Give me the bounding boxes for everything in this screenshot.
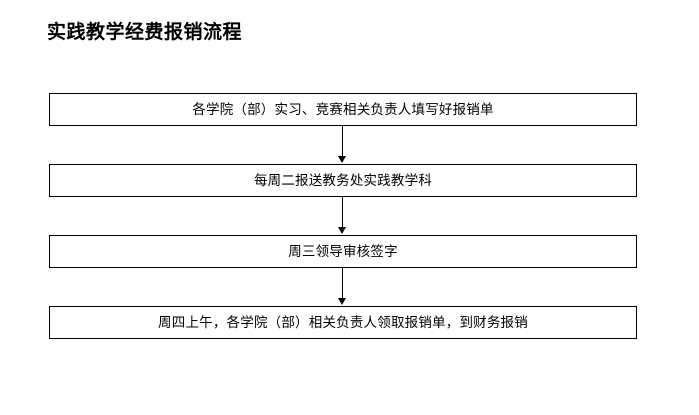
flow-step-4: 周四上午，各学院（部）相关负责人领取报销单，到财务报销 [49, 306, 637, 339]
flow-step-1: 各学院（部）实习、竞赛相关负责人填写好报销单 [49, 93, 637, 126]
flow-step-2-label: 每周二报送教务处实践教学科 [253, 172, 433, 189]
arrow-down-icon [338, 156, 346, 163]
arrow-down-icon [338, 227, 346, 234]
flow-step-2: 每周二报送教务处实践教学科 [49, 164, 637, 197]
flow-step-3: 周三领导审核签字 [49, 235, 637, 268]
connector-line-icon [342, 197, 343, 229]
page-title: 实践教学经费报销流程 [47, 21, 243, 43]
flow-step-1-label: 各学院（部）实习、竞赛相关负责人填写好报销单 [192, 101, 494, 118]
flow-step-4-label: 周四上午，各学院（部）相关负责人领取报销单，到财务报销 [158, 314, 528, 331]
connector-line-icon [342, 126, 343, 158]
flow-connector-3-to-4 [49, 268, 637, 306]
flow-connector-1-to-2 [49, 126, 637, 164]
flow-step-3-label: 周三领导审核签字 [288, 243, 398, 260]
connector-line-icon [342, 268, 343, 300]
flowchart-container: 各学院（部）实习、竞赛相关负责人填写好报销单 每周二报送教务处实践教学科 周三领… [49, 93, 637, 339]
flow-connector-2-to-3 [49, 197, 637, 235]
arrow-down-icon [338, 298, 346, 305]
